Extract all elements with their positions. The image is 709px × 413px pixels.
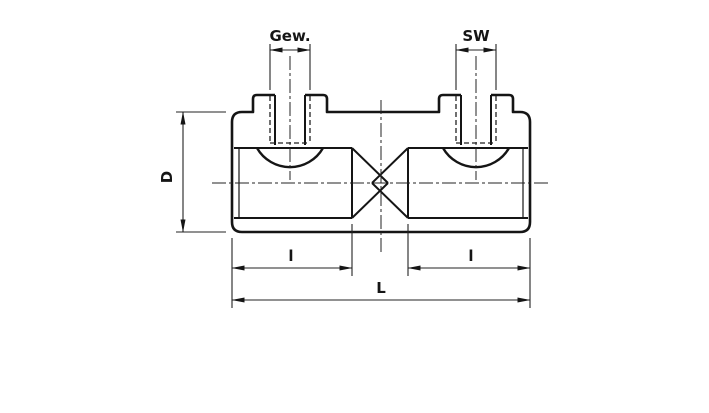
bore-depth-right-label: l	[468, 247, 473, 265]
overall-length-label: L	[376, 279, 386, 297]
thread-label: Gew.	[269, 27, 310, 45]
outer-diameter-label: D	[158, 171, 176, 183]
bore-depth-left-label: l	[288, 247, 293, 265]
screw-hole-left-outline	[274, 95, 306, 145]
dim-overall-length: L	[231, 279, 531, 303]
dim-bore-depth-right: l	[407, 224, 531, 308]
screw-hole-right-outline	[460, 95, 492, 145]
dim-outer-diameter: D	[158, 111, 226, 233]
wrench-size-label: SW	[462, 27, 490, 45]
body-outline	[230, 93, 532, 234]
dim-bore-left-extension-lines	[231, 224, 353, 308]
dim-bore-right-extension-lines	[407, 224, 531, 308]
dim-thread: Gew.	[269, 27, 311, 90]
centerlines	[212, 56, 550, 252]
dimensions: Gew. SW D l	[158, 27, 531, 308]
dim-wrench-size: SW	[455, 27, 497, 90]
dim-bore-depth-left: l	[231, 224, 353, 308]
